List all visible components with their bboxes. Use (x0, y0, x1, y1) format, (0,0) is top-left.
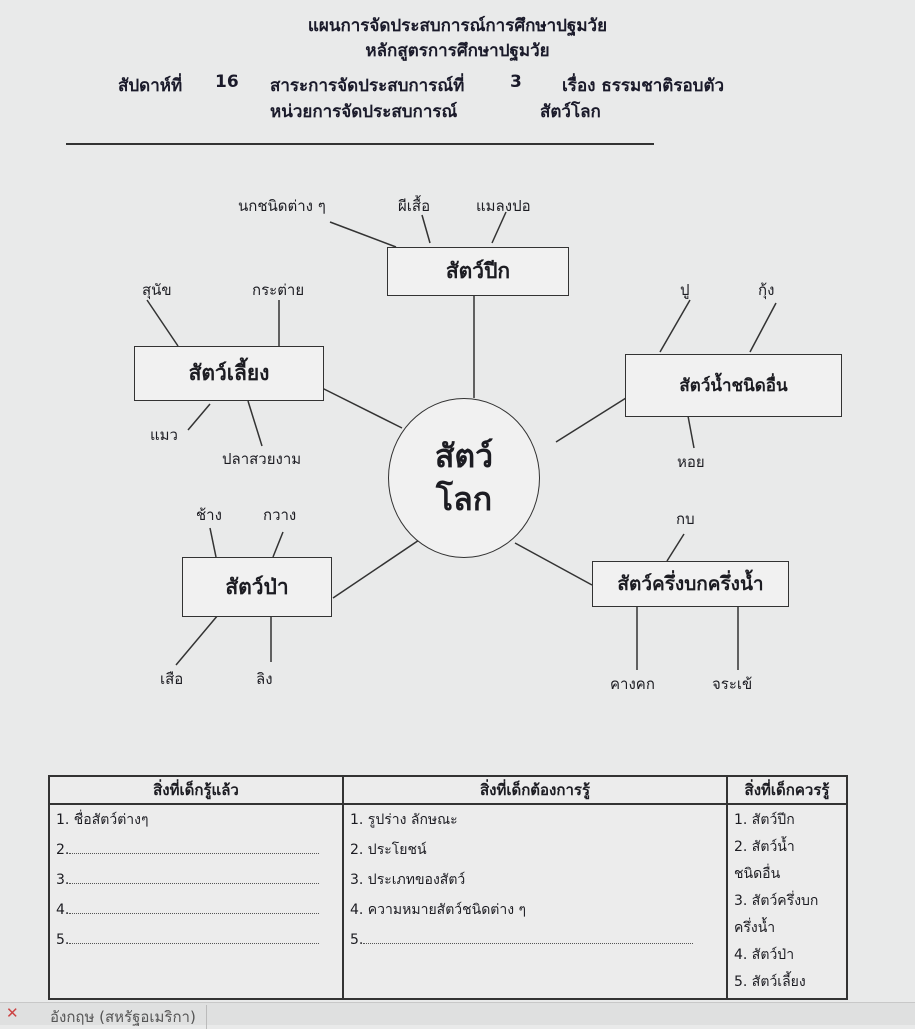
want-item: 3. ประเภทของสัตว์ (350, 872, 466, 888)
leaf-label: ลิง (256, 670, 273, 688)
known-item: 3. (56, 866, 336, 896)
known-item: 4. (56, 896, 336, 926)
status-bar: ✕ อังกฤษ (สหรัฐอเมริกา) (0, 1002, 915, 1029)
should-column: 1. สัตว์ปีก 2. สัตว์น้ำ ชนิดอื่น 3. สัตว… (726, 803, 848, 1000)
leaf-label: ช้าง (196, 506, 222, 524)
leaf-label: ผีเสื้อ (398, 197, 431, 215)
leaf-label: กระต่าย (252, 281, 305, 299)
kwl-table: สิ่งที่เด็กรู้แล้ว สิ่งที่เด็กต้องการรู้… (48, 775, 848, 1000)
leaf-label: หอย (677, 453, 705, 471)
content-number: 3 (510, 72, 522, 92)
want-item: 2. ประโยชน์ (350, 842, 427, 858)
want-column: 1. รูปร่าง ลักษณะ 2. ประโยชน์ 3. ประเภทข… (342, 803, 728, 1000)
content-label: สาระการจัดประสบการณ์ที่ (270, 76, 465, 96)
center-line-1: สัตว์ (434, 436, 494, 475)
leaf-label: ปู (680, 281, 690, 299)
should-item: 4. สัตว์ป่า (734, 947, 795, 963)
mindmap-connectors (146, 211, 777, 670)
should-item: 2. สัตว์น้ำ (734, 839, 795, 855)
leaf-label: สุนัข (142, 281, 172, 299)
should-item: ครึ่งน้ำ (734, 920, 776, 936)
want-item: 1. รูปร่าง ลักษณะ (350, 812, 458, 828)
branch-amphibians: สัตว์ครึ่งบกครึ่งน้ำ (592, 561, 789, 607)
week-label: สัปดาห์ที่ (118, 76, 183, 96)
want-item: 5. (350, 926, 720, 956)
leaf-label: กวาง (263, 506, 297, 524)
header-should: สิ่งที่เด็กควรรู้ (726, 775, 848, 805)
branch-wild: สัตว์ป่า (182, 557, 332, 617)
header-want: สิ่งที่เด็กต้องการรู้ (342, 775, 728, 805)
unit-label: หน่วยการจัดประสบการณ์ (270, 102, 458, 122)
should-item: 3. สัตว์ครึ่งบก (734, 893, 819, 909)
branch-aquatic: สัตว์น้ำชนิดอื่น (625, 354, 842, 417)
known-item: 5. (56, 926, 336, 956)
week-number: 16 (215, 72, 239, 92)
leaf-label: กบ (676, 510, 695, 528)
leaf-label: คางคก (610, 675, 655, 693)
leaf-label: เสือ (160, 670, 184, 688)
should-item: 5. สัตว์เลี้ยง (734, 974, 806, 990)
topic: เรื่อง ธรรมชาติรอบตัว (562, 76, 725, 96)
leaf-label: ปลาสวยงาม (222, 450, 302, 468)
leaf-label: แมลงปอ (476, 197, 531, 215)
header-known: สิ่งที่เด็กรู้แล้ว (48, 775, 344, 805)
mindmap-center: สัตว์ โลก (388, 398, 540, 558)
known-item: 2. (56, 836, 336, 866)
want-item: 4. ความหมายสัตว์ชนิดต่าง ๆ (350, 902, 527, 918)
leaf-label: นกชนิดต่าง ๆ (238, 197, 326, 215)
branch-pets: สัตว์เลี้ยง (134, 346, 324, 401)
known-item: 1. ชื่อสัตว์ต่างๆ (56, 812, 149, 828)
known-column: 1. ชื่อสัตว์ต่างๆ 2. 3. 4. 5. (48, 803, 344, 1000)
doc-title: แผนการจัดประสบการณ์การศึกษาปฐมวัย (307, 16, 608, 36)
unit-name: สัตว์โลก (540, 102, 601, 122)
leaf-label: แมว (150, 426, 178, 444)
error-icon: ✕ (6, 1004, 19, 1022)
leaf-label: จระเข้ (712, 675, 753, 693)
divider (66, 143, 654, 145)
center-line-2: โลก (435, 480, 493, 518)
doc-subtitle: หลักสูตรการศึกษาปฐมวัย (365, 41, 550, 61)
language-indicator[interactable]: อังกฤษ (สหรัฐอเมริกา) (50, 1005, 207, 1029)
should-item: 1. สัตว์ปีก (734, 812, 795, 828)
should-item: ชนิดอื่น (734, 866, 781, 882)
branch-birds: สัตว์ปีก (387, 247, 569, 296)
leaf-label: กุ้ง (758, 281, 775, 299)
